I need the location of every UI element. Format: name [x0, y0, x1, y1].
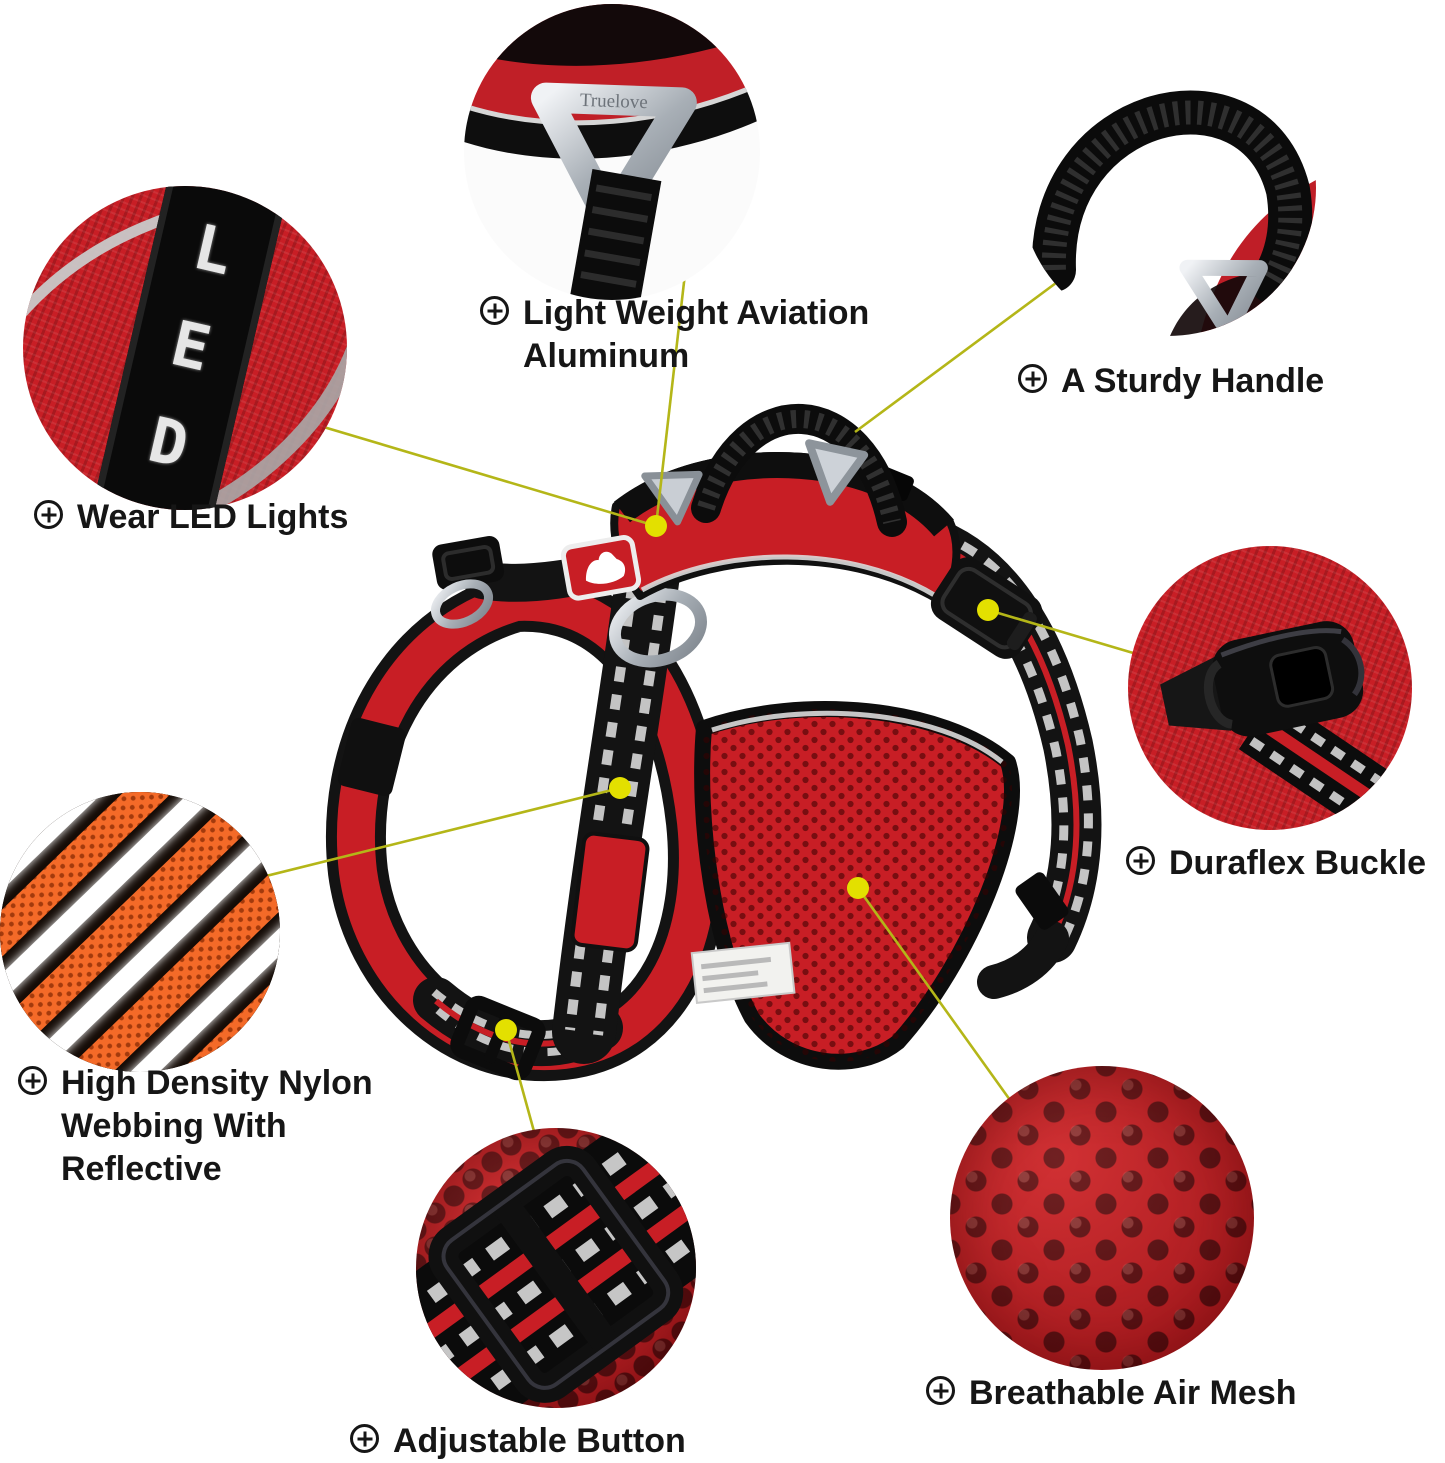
feature-label-led: Wear LED Lights: [34, 496, 348, 539]
plus-circle-icon: [480, 296, 509, 325]
feature-label-buckle: Duraflex Buckle: [1126, 842, 1426, 885]
harness-left-strap: [337, 536, 659, 797]
plus-circle-icon: [18, 1066, 47, 1095]
connector-line-buckle: [987, 608, 1141, 657]
attachment-dot-adjust: [495, 1019, 517, 1041]
care-label: [690, 941, 796, 1004]
connector-line-led: [299, 418, 657, 528]
plus-circle-icon: [926, 1376, 955, 1405]
connector-line-webbing: [249, 786, 621, 882]
attachment-dot-webbing: [609, 777, 631, 799]
attachment-dot-mesh: [847, 877, 869, 899]
aluminum-detail-photo: Truelove: [464, 4, 760, 300]
buckle-detail-photo: [1128, 546, 1412, 830]
feature-label-text: Wear LED Lights: [77, 498, 349, 536]
feature-label-text: Light Weight Aviation Aluminum: [523, 294, 870, 376]
attachment-dot-buckle: [977, 599, 999, 621]
feature-label-text: A Sturdy Handle: [1061, 362, 1325, 400]
feature-label-aluminum: Light Weight Aviation Aluminum: [480, 292, 869, 378]
feature-label-handle: A Sturdy Handle: [1018, 360, 1324, 403]
connector-lines: [249, 229, 1141, 1136]
harness-handle: [691, 404, 907, 537]
attachment-dots: [495, 515, 999, 1041]
brand-logo-patch: [560, 535, 642, 601]
feature-label-webbing: High Density Nylon Webbing With Reflecti…: [18, 1062, 373, 1192]
plus-circle-icon: [1126, 846, 1155, 875]
led-detail-photo: LED: [23, 186, 347, 510]
feature-label-text: Duraflex Buckle: [1169, 844, 1426, 882]
connector-line-mesh: [856, 887, 1012, 1101]
handle-d-ring: [805, 439, 869, 506]
adjust-detail-art: [416, 1128, 696, 1408]
handle-detail-photo: [1020, 40, 1316, 336]
feature-label-text: Adjustable Button: [393, 1422, 686, 1460]
chest-d-ring: [609, 588, 707, 668]
adjust-detail-photo: [416, 1128, 696, 1408]
aluminum-detail-art: Truelove: [464, 4, 760, 300]
feature-label-mesh: Breathable Air Mesh: [926, 1372, 1297, 1415]
handle-detail-art: [1031, 90, 1316, 336]
connector-line-handle: [854, 278, 1061, 434]
strap-end-tab: [337, 717, 406, 797]
attachment-dot-led: [645, 515, 667, 537]
mesh-detail-photo: [950, 1066, 1254, 1370]
feature-label-adjust: Adjustable Button: [350, 1420, 686, 1463]
feature-label-text: High Density Nylon Webbing With Reflecti…: [61, 1064, 373, 1189]
plus-circle-icon: [350, 1424, 379, 1453]
feature-label-text: Breathable Air Mesh: [969, 1374, 1297, 1412]
front-aluminum-ring: [641, 470, 703, 526]
plus-circle-icon: [34, 500, 63, 529]
buckle-detail-art: [1160, 621, 1412, 830]
plus-circle-icon: [1018, 364, 1047, 393]
brand-engraving: Truelove: [580, 90, 649, 113]
webbing-detail-photo: [0, 792, 280, 1072]
webbing-detail-art: [0, 792, 280, 1072]
connector-line-adjust: [504, 1029, 537, 1136]
